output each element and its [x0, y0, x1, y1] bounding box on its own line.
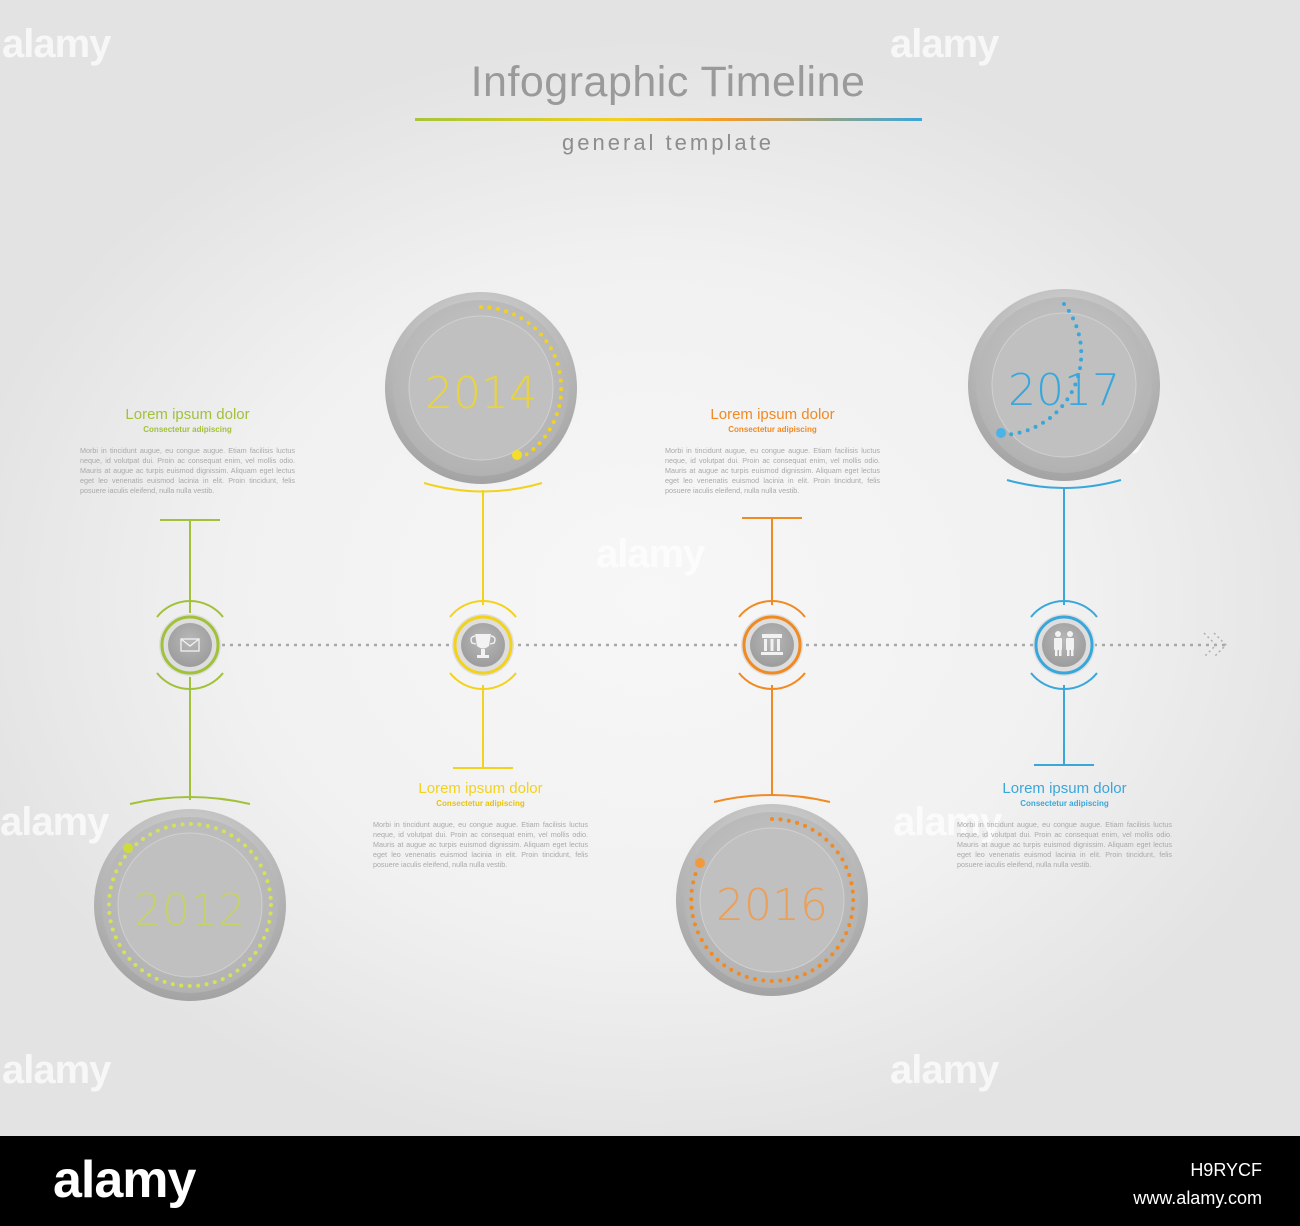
event-2012-badge: 2012 [86, 801, 294, 1009]
block-subheading: Consectetur adipiscing [436, 799, 525, 808]
block-heading: Lorem ipsum dolor [710, 406, 835, 423]
envelope-icon [180, 638, 200, 652]
block-subheading: Consectetur adipiscing [728, 425, 817, 434]
page-subtitle: general template [562, 130, 774, 155]
watermark-text: alamy [2, 22, 111, 66]
timeline-arrowhead [1203, 632, 1218, 658]
watermark-text: alamy [890, 22, 999, 66]
watermark-text: alamy [596, 532, 705, 576]
event-2017-badge: 2017 [960, 281, 1168, 489]
block-heading: Lorem ipsum dolor [125, 406, 250, 423]
block-subheading: Consectetur adipiscing [143, 425, 232, 434]
trophy-icon [470, 634, 496, 658]
event-2014-badge: 2014 [377, 284, 585, 492]
footer-url: www.alamy.com [1133, 1188, 1262, 1208]
footer-image-id: H9RYCF [1190, 1160, 1262, 1180]
year-label-2014: 2014 [425, 368, 537, 419]
event-2017-node[interactable] [1030, 600, 1098, 690]
year-label-2016: 2016 [716, 880, 828, 931]
people-icon [1054, 631, 1074, 656]
footer-logo: alamy [53, 1151, 196, 1209]
year-label-2017: 2017 [1008, 365, 1120, 416]
event-2017-connectors [1006, 479, 1122, 766]
timeline-arrowhead [1213, 632, 1228, 658]
year-label-2012: 2012 [134, 885, 246, 936]
block-body: Morbi in tincidunt augue, eu congue augu… [665, 446, 880, 495]
watermark-text: alamy [0, 800, 109, 844]
footer-bar [0, 1136, 1300, 1226]
block-body: Morbi in tincidunt augue, eu congue augu… [80, 446, 295, 495]
watermark-text: alamy [2, 1048, 111, 1092]
watermark-text: alamy [890, 1048, 999, 1092]
block-heading: Lorem ipsum dolor [1002, 780, 1127, 797]
timeline-diagram: 2012 [86, 281, 1228, 1009]
text-block-2012: Lorem ipsum dolor Consectetur adipiscing… [80, 406, 295, 496]
building-icon [761, 634, 783, 655]
watermark-text: alamy [893, 800, 1002, 844]
infographic-canvas: alamy alamy alamy alamy alamy alamy alam… [0, 0, 1300, 1136]
event-2016-connectors [713, 517, 831, 803]
block-subheading: Consectetur adipiscing [1020, 799, 1109, 808]
block-body: Morbi in tincidunt augue, eu congue augu… [957, 820, 1172, 869]
page-title: Infographic Timeline [470, 58, 866, 106]
text-block-2016: Lorem ipsum dolor Consectetur adipiscing… [665, 406, 880, 496]
event-2012-connectors [129, 519, 251, 805]
event-2014-node[interactable] [449, 600, 517, 690]
text-block-2017: Lorem ipsum dolor Consectetur adipiscing… [957, 780, 1172, 870]
block-body: Morbi in tincidunt augue, eu congue augu… [373, 820, 588, 869]
event-2016-badge: 2016 [668, 796, 876, 1004]
event-2016-node[interactable] [738, 600, 806, 690]
block-heading: Lorem ipsum dolor [418, 780, 543, 797]
event-2012-node[interactable] [156, 600, 224, 690]
text-block-2014: Lorem ipsum dolor Consectetur adipiscing… [373, 780, 588, 870]
title-underline [415, 118, 922, 121]
